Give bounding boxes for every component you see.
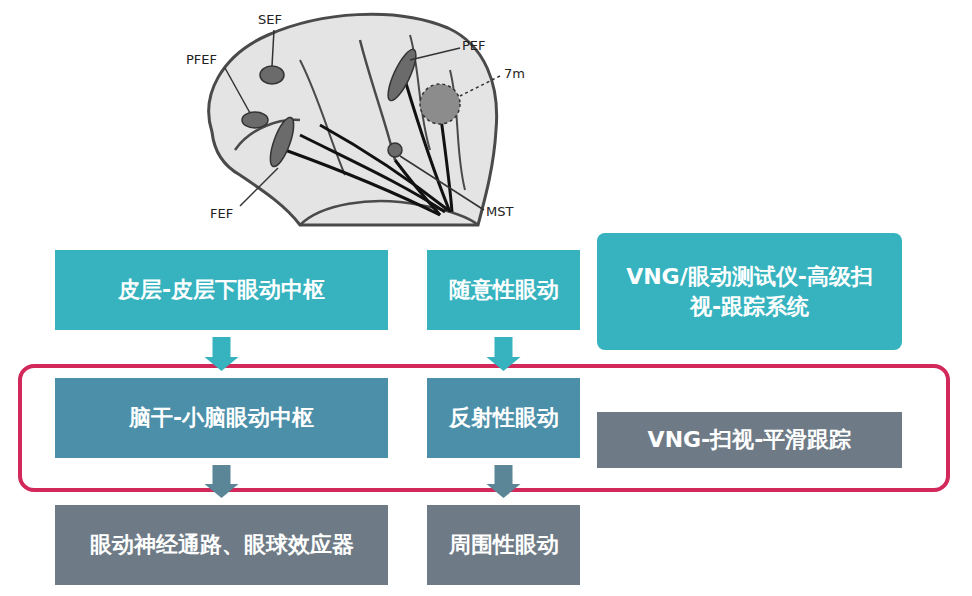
area-label: MST [486,204,513,219]
area-label: 7m [504,66,525,81]
flow-arrow [487,337,521,371]
area-label: PEF [462,38,486,53]
effector-box: 眼动神经通路、眼球效应器 [55,505,388,585]
area-label: PFEF [186,52,217,67]
node-text: 随意性眼动 [449,275,559,305]
node-text: 反射性眼动 [449,403,559,433]
brain-outline [209,14,497,225]
area-label: FEF [210,206,233,221]
vng-advanced-box: VNG/眼动测试仪-高级扫视-跟踪系统 [597,233,902,350]
flow-arrow [205,465,239,498]
area-label: SEF [258,12,282,27]
highlight-frame [20,366,948,490]
flow-arrow [487,465,521,498]
voluntary-box: 随意性眼动 [427,250,580,330]
node-text: VNG-扫视-平滑跟踪 [648,425,852,455]
node-text: 眼动神经通路、眼球效应器 [90,530,354,560]
vng-basic-box: VNG-扫视-平滑跟踪 [597,412,902,468]
reflex-box: 反射性眼动 [427,378,580,458]
brainstem-center-box: 脑干-小脑眼动中枢 [55,378,388,458]
node-text: 脑干-小脑眼动中枢 [129,403,314,433]
node-text: 皮层-皮层下眼动中枢 [118,275,325,305]
flow-arrow [205,337,239,371]
node-text: 周围性眼动 [449,530,559,560]
leader-lines [225,30,500,210]
peripheral-box: 周围性眼动 [427,505,580,585]
cortex-center-box: 皮层-皮层下眼动中枢 [55,250,388,330]
node-text: VNG/眼动测试仪-高级扫视-跟踪系统 [611,262,888,321]
